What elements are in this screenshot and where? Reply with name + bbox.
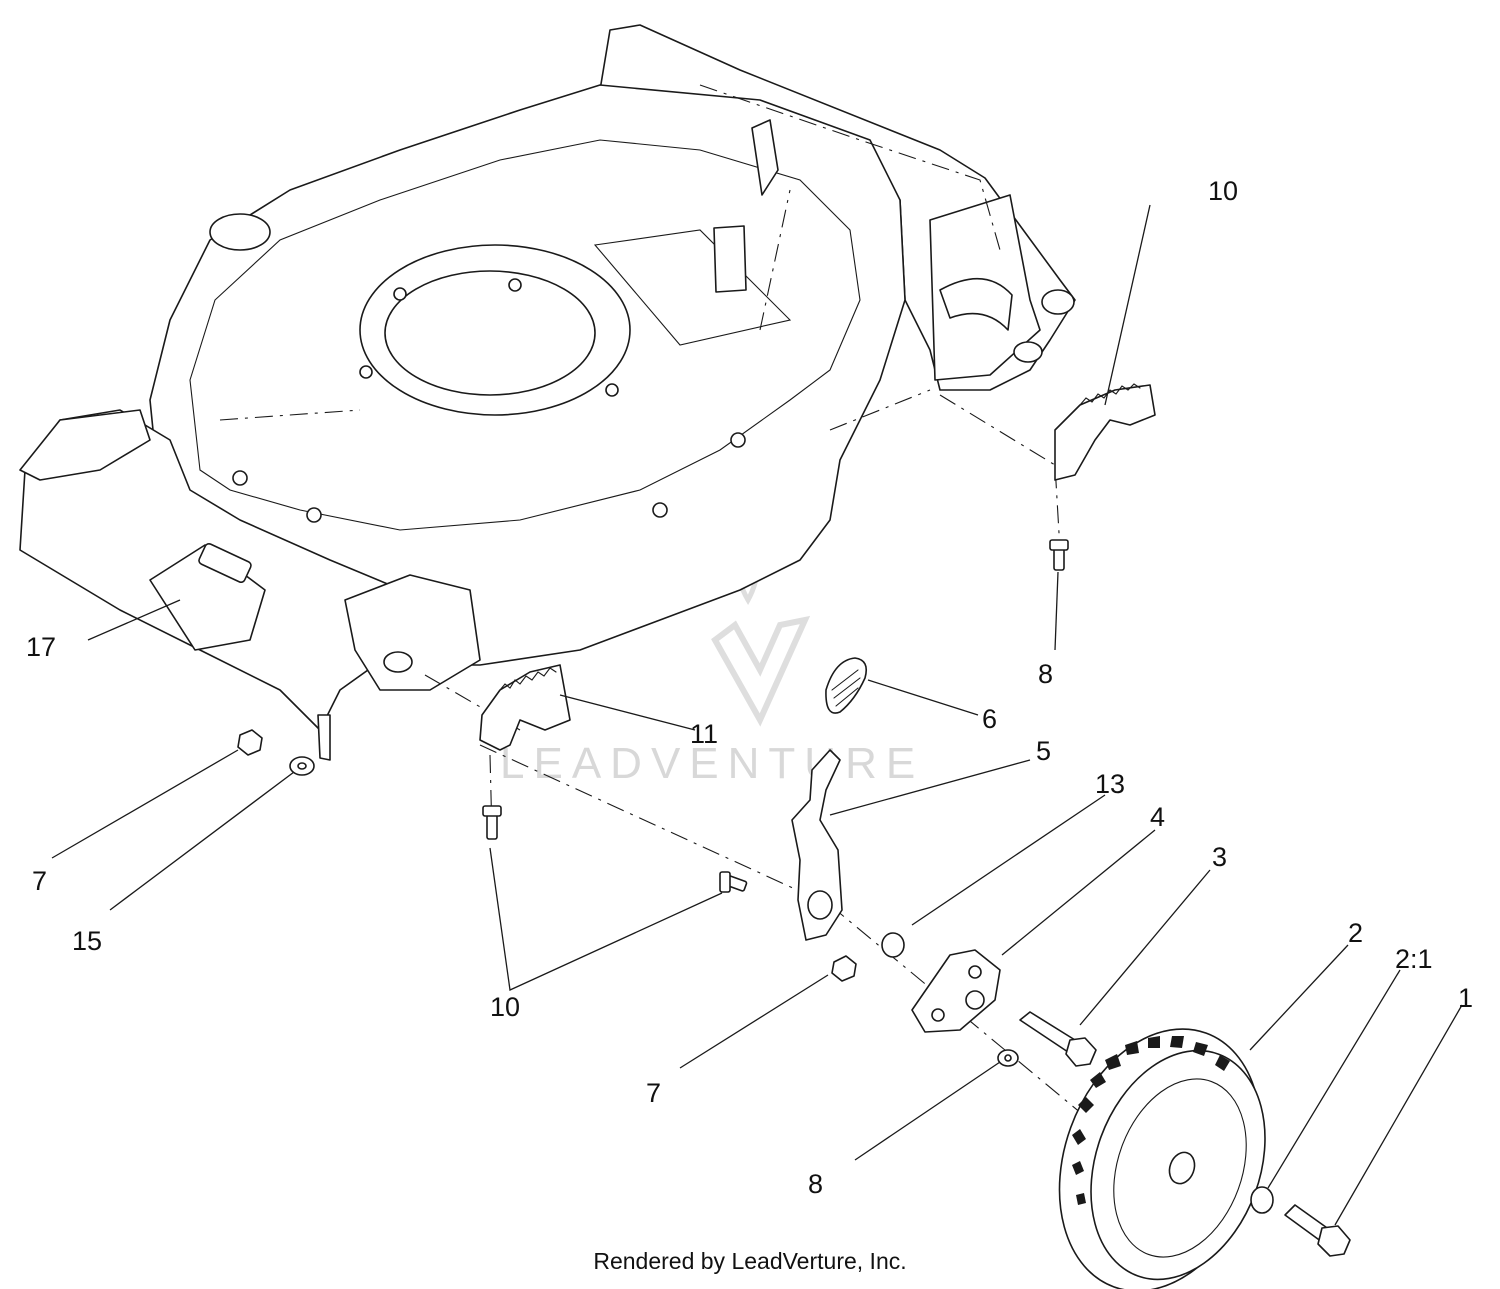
callout-6: 6 [982, 704, 997, 734]
callout-2: 2 [1348, 918, 1363, 948]
mount-hole [605, 383, 619, 397]
rendered-by-credit: Rendered by LeadVerture, Inc. [593, 1248, 907, 1274]
leadventure-watermark: LEADVENTURE [500, 514, 924, 788]
deck-bolt [232, 470, 248, 486]
callout-8-rear: 8 [1038, 659, 1053, 689]
callout-10-front: 11 [690, 719, 718, 749]
callout-10-rear: 10 [1208, 176, 1238, 206]
callout-5: 5 [1036, 736, 1051, 766]
wheel-2 [1058, 1028, 1266, 1289]
deck-bolt [730, 432, 746, 448]
mower-deck [19, 24, 1076, 761]
lever-axle-hole [807, 890, 833, 920]
deck-baffle [593, 229, 792, 346]
callout-7-left: 7 [32, 866, 47, 896]
rear-height-quadrant [939, 277, 1013, 331]
toro-logo-plate [198, 542, 252, 584]
deck-boss [209, 213, 271, 251]
callout-13: 13 [1095, 769, 1125, 799]
lever-knob-grip [831, 669, 861, 707]
callout-11: 8 [808, 1169, 823, 1199]
deck-bolt [652, 502, 668, 518]
screw-8-front [482, 805, 502, 840]
rear-axle-bushing [1041, 289, 1075, 315]
bearing-2-1 [1250, 1186, 1274, 1214]
bolt-3-head [1065, 1037, 1097, 1067]
mount-hole [393, 287, 407, 301]
deck-bolt [306, 507, 322, 523]
callout-17: 17 [26, 632, 56, 662]
callouts: 10 8 17 11 6 5 13 4 3 2 2:1 1 7 15 10 7 … [26, 176, 1473, 1199]
spacer-13 [881, 932, 905, 958]
rear-tab [751, 119, 779, 196]
quadrant-teeth [499, 667, 557, 691]
callout-1: 1 [1458, 983, 1473, 1013]
pivot-arm-hole [968, 965, 982, 979]
mount-hole [508, 278, 522, 292]
height-quadrant-rear [1054, 384, 1156, 481]
nut-7-left [237, 729, 263, 756]
engine-port-opening [384, 270, 596, 396]
bolt-1-head [1317, 1225, 1351, 1257]
leader-lines [51, 204, 1463, 1226]
screw-8-rear [1049, 539, 1069, 571]
callout-15: 15 [72, 926, 102, 956]
height-quadrant-front [479, 664, 571, 751]
nut-7-axle [831, 955, 857, 982]
front-height-housing [344, 574, 481, 691]
left-tab [317, 714, 331, 761]
callout-8-front: 10 [490, 992, 520, 1022]
height-lever-5 [791, 749, 843, 941]
rear-axle-bushing [1013, 341, 1043, 363]
watermark-text: LEADVENTURE [500, 739, 924, 788]
rear-clip [713, 225, 747, 293]
quadrant-teeth [1079, 383, 1141, 406]
washer-15-hole [297, 762, 307, 770]
pivot-arm-hole [931, 1008, 945, 1022]
mount-hole [359, 365, 373, 379]
lever-knob-6 [825, 657, 868, 714]
screw-8-axle [719, 871, 748, 893]
callout-4: 4 [1150, 802, 1165, 832]
bumper-left-cap [19, 409, 151, 481]
pivot-arm-4 [911, 949, 1001, 1033]
callout-3: 3 [1212, 842, 1227, 872]
deck-top-contour [189, 139, 861, 531]
front-axle-hole [383, 651, 413, 673]
callout-7-axle: 7 [646, 1078, 661, 1108]
bolt-3-shank [1019, 1011, 1076, 1053]
callout-2-1: 2:1 [1395, 944, 1433, 974]
pivot-arm-hub [965, 990, 985, 1010]
washer-11-hole [1004, 1054, 1012, 1062]
